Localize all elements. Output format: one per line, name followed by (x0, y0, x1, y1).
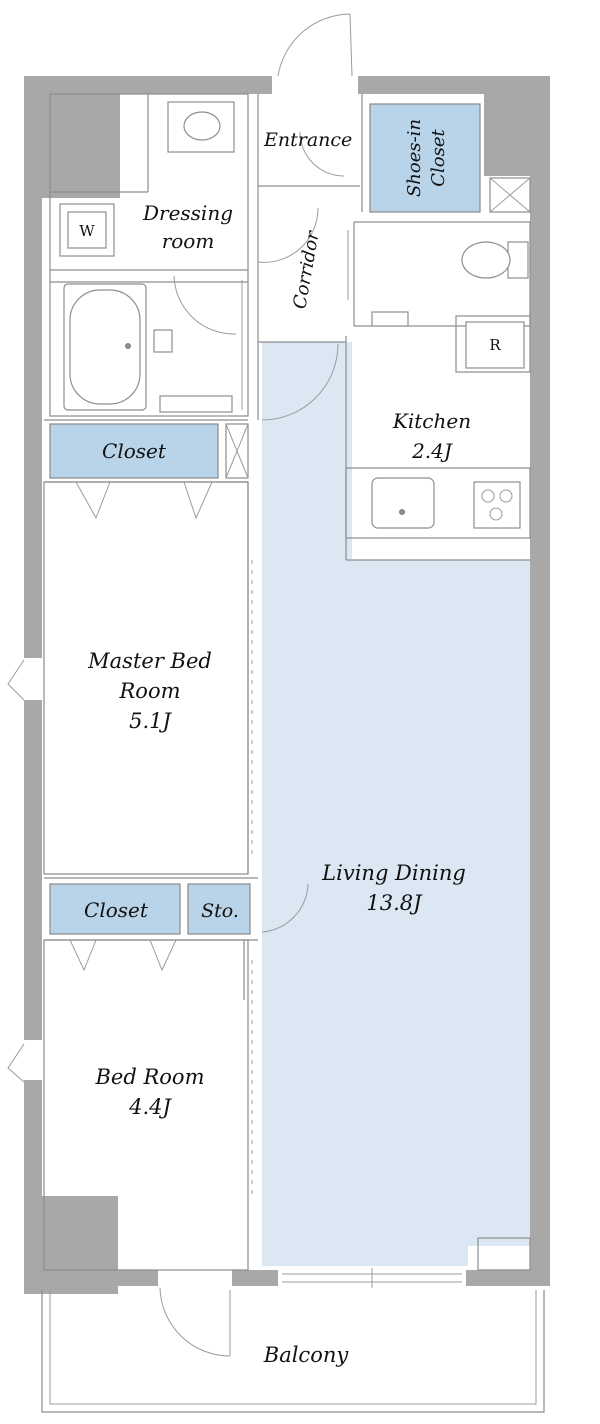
balcony-label: Balcony (263, 1343, 350, 1367)
doors (7, 13, 462, 1357)
closet-top-label: Closet (102, 439, 167, 463)
shoes-closet-label-2: Closet (428, 128, 449, 186)
storage (187, 883, 251, 935)
closet-bottom-label: Closet (84, 898, 149, 922)
fixtures (59, 101, 529, 972)
washer-label: W (79, 222, 95, 240)
living-dining-name: Living Dining (321, 861, 466, 885)
living-dining-area (262, 342, 352, 560)
fridge-label: R (489, 336, 501, 354)
dressing-label-2: room (162, 229, 215, 253)
shoes-closet-label-1: Shoes-in (404, 119, 425, 197)
corridor-label: Corridor (289, 228, 324, 310)
living-dining-size: 13.8J (366, 891, 423, 915)
dressing-label-1: Dressing (142, 201, 233, 225)
entrance-label: Entrance (263, 129, 352, 151)
partitions (43, 93, 531, 1271)
master-bed-size: 5.1J (129, 709, 172, 733)
bed-room-size: 4.4J (128, 1095, 172, 1119)
storage-label: Sto. (201, 900, 239, 922)
balcony (41, 1290, 545, 1413)
master-bed-label-2: Room (118, 679, 180, 703)
outer-walls (24, 76, 550, 1294)
master-bed-label-1: Master Bed (87, 649, 212, 673)
shoes-closet (369, 103, 481, 213)
closet-bottom (49, 883, 181, 935)
closet-top (49, 423, 219, 479)
bed-room-name: Bed Room (95, 1065, 205, 1089)
kitchen-size: 2.4J (411, 439, 453, 463)
kitchen-name: Kitchen (392, 409, 471, 433)
